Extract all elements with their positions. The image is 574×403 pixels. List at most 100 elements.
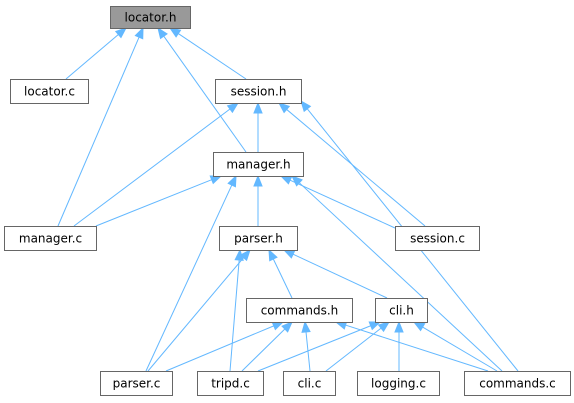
arrowhead-icon	[209, 175, 223, 185]
arrowhead-icon	[301, 320, 311, 333]
edge-line	[57, 36, 140, 227]
edge-commands-h-to-commands-c	[334, 320, 489, 372]
edge-line	[147, 257, 244, 372]
arrowhead-icon	[268, 248, 278, 262]
node-label: parser.c	[113, 377, 161, 391]
edge-parser-h-to-tripd-c	[229, 248, 244, 372]
edge-commands-h-to-tripd-c	[241, 321, 293, 372]
edge-line	[325, 327, 382, 372]
node-label: commands.c	[479, 377, 556, 391]
node-box[interactable]	[10, 79, 89, 104]
edge-line	[229, 259, 240, 372]
node-box[interactable]	[215, 79, 302, 104]
edge-line	[65, 34, 119, 80]
node-box[interactable]	[110, 6, 191, 29]
node-manager-c[interactable]: manager.c	[4, 226, 97, 251]
arrowhead-icon	[368, 321, 382, 331]
node-parser-h[interactable]: parser.h	[219, 226, 298, 251]
node-box[interactable]	[197, 371, 264, 396]
arrowhead-icon	[134, 26, 144, 40]
arrowhead-icon	[227, 174, 237, 188]
node-manager-h[interactable]: manager.h	[213, 152, 304, 177]
node-label: locator.h	[125, 11, 177, 25]
node-label: tripd.c	[211, 377, 250, 391]
node-box[interactable]	[395, 226, 480, 251]
edge-cli-h-to-logging-c	[394, 320, 404, 371]
edge-parser-h-to-cli-h	[282, 249, 388, 299]
edge-line	[292, 253, 388, 299]
edge-session-h-to-session-c	[277, 102, 426, 227]
arrowhead-icon	[239, 248, 251, 262]
edge-manager-h-to-commands-c	[291, 175, 503, 372]
edge-locator-h-to-locator-c	[65, 27, 128, 80]
edge-line	[345, 324, 489, 372]
node-logging-c[interactable]: logging.c	[357, 371, 440, 396]
edge-manager-h-to-manager-c	[95, 175, 223, 227]
node-label: commands.h	[261, 304, 339, 318]
edge-commands-h-to-cli-c	[301, 320, 311, 372]
arrowhead-icon	[234, 248, 244, 261]
edge-manager-h-to-parser-h	[253, 174, 263, 226]
node-label: manager.h	[226, 158, 290, 172]
node-locator-c[interactable]: locator.c	[10, 79, 89, 104]
node-cli-c[interactable]: cli.c	[283, 371, 336, 396]
node-parser-c[interactable]: parser.c	[100, 371, 173, 396]
node-box[interactable]	[213, 152, 304, 177]
edge-line	[165, 325, 274, 372]
node-label: locator.c	[24, 85, 75, 99]
arrowhead-icon	[412, 321, 426, 332]
edge-line	[272, 258, 293, 299]
edge-line	[289, 179, 396, 229]
arrowhead-icon	[377, 321, 391, 333]
arrowhead-icon	[253, 174, 263, 187]
edge-line	[163, 35, 247, 153]
edge-manager-h-to-parser-c	[145, 174, 237, 372]
edge-line	[286, 109, 426, 227]
arrowhead-icon	[281, 321, 293, 333]
arrowhead-icon	[226, 102, 240, 114]
node-tripd-c[interactable]: tripd.c	[197, 371, 264, 396]
edge-line	[298, 182, 503, 372]
edge-line	[422, 326, 498, 372]
node-box[interactable]	[4, 226, 97, 251]
edge-line	[178, 33, 247, 80]
edge-line	[241, 328, 286, 372]
arrowhead-icon	[253, 101, 263, 114]
arrowhead-icon	[300, 99, 312, 113]
arrowhead-icon	[157, 26, 168, 40]
node-label: logging.c	[371, 377, 426, 391]
edge-locator-h-to-manager-c	[57, 26, 144, 227]
node-commands-c[interactable]: commands.c	[464, 371, 571, 396]
edge-parser-h-to-parser-c	[147, 248, 251, 372]
node-session-c[interactable]: session.c	[395, 226, 480, 251]
edge-cli-h-to-tripd-c	[257, 321, 382, 372]
node-label: parser.h	[234, 232, 283, 246]
node-commands-h[interactable]: commands.h	[246, 298, 353, 323]
node-cli-h[interactable]: cli.h	[375, 298, 428, 323]
arrowhead-icon	[271, 321, 285, 331]
node-box[interactable]	[464, 371, 571, 396]
edge-line	[257, 325, 371, 372]
edge-session-h-to-manager-c	[73, 102, 240, 227]
arrowhead-icon	[282, 249, 296, 259]
arrowhead-icon	[291, 175, 303, 187]
edge-cli-h-to-cli-c	[325, 321, 391, 372]
node-label: cli.h	[389, 304, 414, 318]
node-box[interactable]	[219, 226, 298, 251]
arrowhead-icon	[114, 27, 128, 39]
node-box[interactable]	[283, 371, 336, 396]
node-box[interactable]	[246, 298, 353, 323]
node-locator-h[interactable]: locator.h	[110, 6, 191, 29]
node-box[interactable]	[357, 371, 440, 396]
nodes-layer: locator.h locator.c session.h manager.h mana…	[4, 6, 571, 396]
edge-line	[95, 179, 212, 227]
node-session-h[interactable]: session.h	[215, 79, 302, 104]
edge-locator-h-to-manager-h	[157, 26, 247, 153]
node-box[interactable]	[375, 298, 428, 323]
arrowhead-icon	[277, 102, 291, 114]
edge-locator-h-to-session-h	[168, 27, 247, 80]
edge-line	[73, 108, 231, 227]
node-box[interactable]	[100, 371, 173, 396]
node-label: session.c	[410, 232, 465, 246]
node-label: cli.c	[298, 377, 322, 391]
